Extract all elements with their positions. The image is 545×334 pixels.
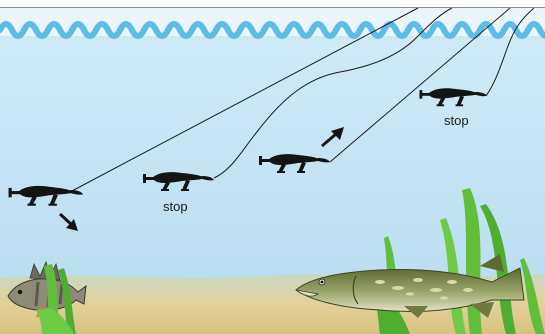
stop-label: stop [444, 114, 469, 127]
air-band [0, 0, 545, 8]
stop-label: stop [163, 200, 188, 213]
